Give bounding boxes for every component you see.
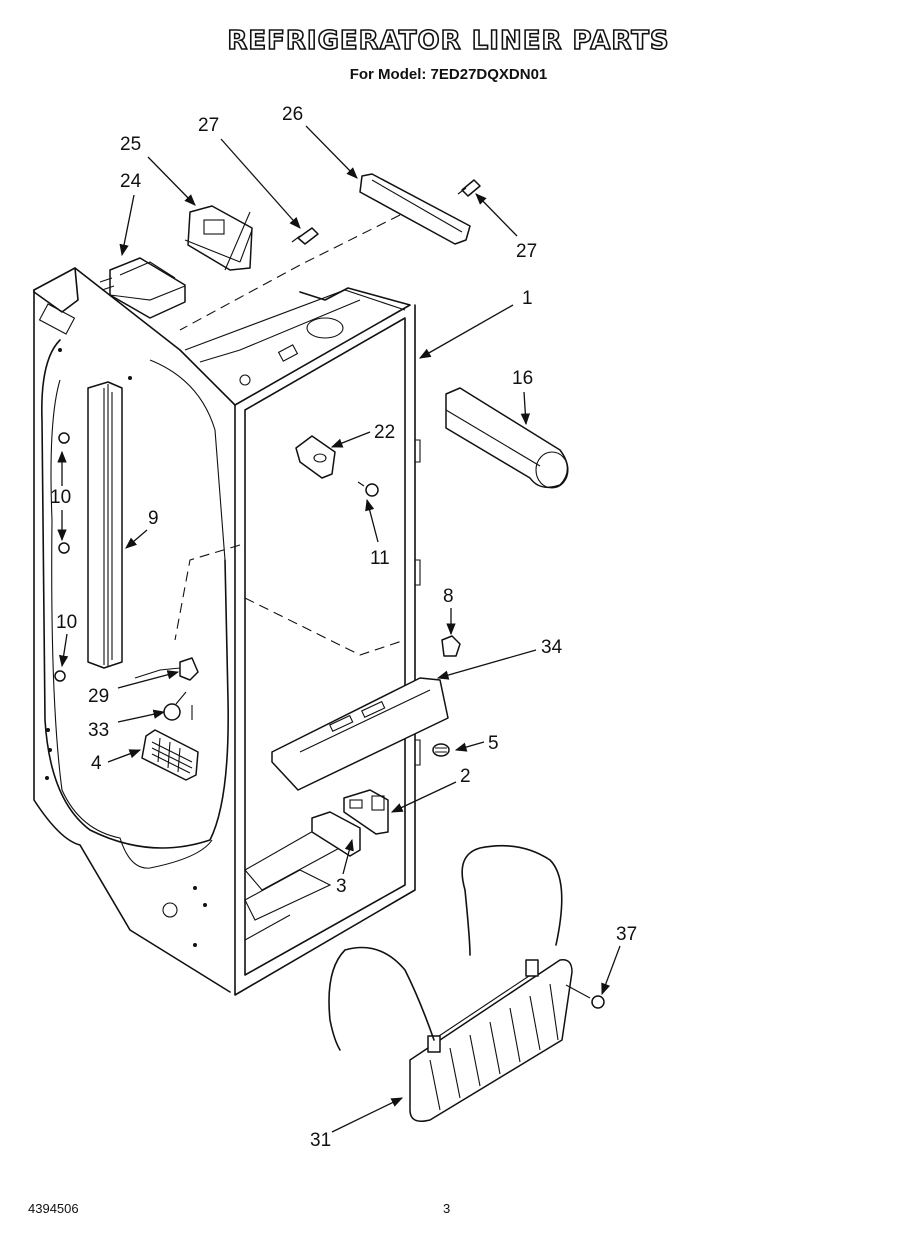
lamp-socket-part-29 [134, 657, 199, 681]
nut-part-5 [432, 743, 450, 757]
bulb-part-33 [163, 691, 193, 721]
heater-part-31 [328, 844, 573, 1122]
callout-1: 1 [522, 288, 533, 309]
screw-part-37 [565, 984, 605, 1009]
callout-25: 25 [120, 134, 141, 155]
callout-29: 29 [88, 686, 109, 707]
callout-31: 31 [310, 1130, 331, 1151]
callout-8: 8 [443, 586, 454, 607]
callout-22: 22 [374, 422, 395, 443]
screw-part-10-upper-bottom [58, 542, 70, 554]
cover-part-34 [271, 677, 449, 791]
page-number: 3 [443, 1201, 451, 1216]
bracket-part-22 [295, 435, 336, 479]
grille-part-4 [141, 729, 199, 781]
callout-10-upper: 10 [50, 487, 71, 508]
callout-27-right: 27 [516, 241, 537, 262]
callout-27-top: 27 [198, 115, 219, 136]
control-housing-part-24 [99, 257, 186, 319]
bracket-part-2 [343, 789, 389, 835]
callout-16: 16 [512, 368, 533, 389]
callout-24: 24 [120, 171, 142, 192]
screw-part-10-lower [54, 670, 66, 682]
document-number: 4394506 [28, 1201, 79, 1216]
callout-labels: 26 27 25 24 27 1 16 22 10 9 11 8 10 34 2… [50, 104, 637, 1151]
model-subtitle: For Model: 7ED27DQXDN01 [349, 66, 548, 83]
callout-34: 34 [541, 637, 563, 658]
callout-2: 2 [460, 766, 471, 787]
callout-3: 3 [336, 876, 347, 897]
screw-part-27-left [291, 227, 319, 245]
page-title: REFRIGERATOR LINER PARTS [227, 25, 670, 57]
liner-cabinet [33, 267, 421, 996]
leader-lines [57, 125, 621, 1133]
top-rail-part-26 [179, 173, 471, 331]
clip-part-8 [441, 635, 461, 657]
screw-part-27-right [457, 179, 481, 197]
screw-part-10-upper-top [58, 432, 70, 444]
callout-26: 26 [282, 104, 303, 125]
callout-4: 4 [91, 753, 102, 774]
callout-9: 9 [148, 508, 159, 529]
bracket-part-25 [184, 205, 253, 271]
screw-part-11 [357, 481, 379, 497]
callout-37: 37 [616, 924, 637, 945]
callout-10-lower: 10 [56, 612, 77, 633]
callout-33: 33 [88, 720, 109, 741]
air-duct-part-16 [445, 387, 569, 489]
callout-5: 5 [488, 733, 499, 754]
callout-11: 11 [370, 548, 390, 569]
vertical-rail-part-9 [87, 381, 123, 669]
